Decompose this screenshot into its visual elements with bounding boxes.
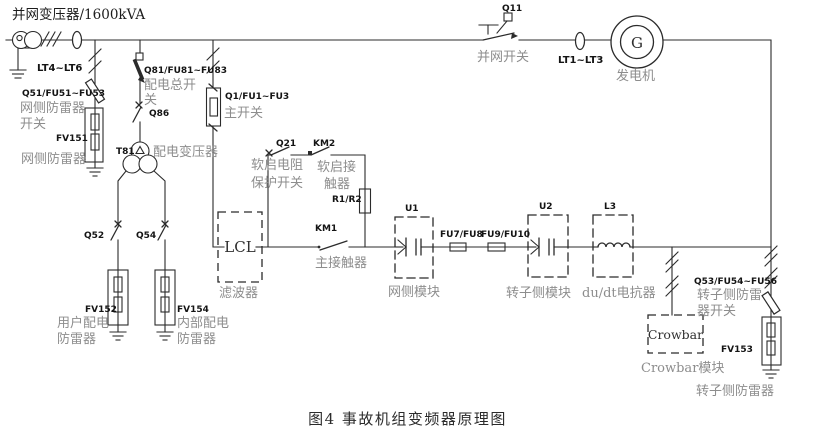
label-fv153-name: 转子侧防雷器 xyxy=(696,383,774,399)
label-fv152-name1: 用户配电 xyxy=(57,315,109,331)
label-fv151-code: FV151 xyxy=(56,134,88,144)
lcl-text: LCL xyxy=(224,238,255,256)
reactor-l3 xyxy=(592,214,634,278)
fuse-fu7-fu8 xyxy=(449,242,467,252)
arrester-fv154 xyxy=(154,269,176,326)
label-q53-name2: 器开关 xyxy=(697,304,736,319)
label-q81-code: Q81/FU81~FU83 xyxy=(144,66,227,76)
label-km2-name1: 软启接 xyxy=(317,159,356,175)
label-q1-code: Q1/FU1~FU3 xyxy=(225,92,289,102)
label-q11-name: 并网开关 xyxy=(477,50,529,65)
rotor-module-u2 xyxy=(527,214,569,278)
softstart-switch-q21 xyxy=(265,146,290,157)
fuse-switch-q81 xyxy=(132,52,145,83)
label-l3-code: L3 xyxy=(604,202,616,212)
label-q81-name1: 配电总开 xyxy=(144,78,196,93)
surge-switch-q51 xyxy=(84,48,106,104)
label-l3-name: du/dt电抗器 xyxy=(582,286,656,301)
fv152-ground-symbol xyxy=(109,324,127,341)
surge-switch-q53 xyxy=(761,245,781,315)
label-fv153-code: FV153 xyxy=(721,345,753,355)
label-crowbar-name: Crowbar模块 xyxy=(641,361,724,376)
label-q81-name2: 关 xyxy=(144,93,157,108)
label-q51-name1: 网侧防雷器 xyxy=(20,100,85,116)
grid-ground-symbol xyxy=(9,47,27,79)
label-fu9-fu10: FU9/FU10 xyxy=(481,230,530,240)
isolator-q52 xyxy=(110,220,122,241)
arrester-fv151 xyxy=(84,107,104,163)
grid-transformer-label: 并网变压器/1600kVA xyxy=(12,7,145,23)
softstart-contactor-km2 xyxy=(308,146,330,156)
figure-caption: 图4 事故机组变频器原理图 xyxy=(308,410,507,428)
grid-transformer-symbol xyxy=(11,30,43,50)
transformer-t81 xyxy=(122,141,158,174)
label-q11-code: Q11 xyxy=(502,4,522,14)
generator-letter: G xyxy=(631,34,643,52)
label-q52-code: Q52 xyxy=(84,231,104,241)
isolator-q54 xyxy=(157,220,169,241)
label-q86-code: Q86 xyxy=(149,109,169,119)
lcl-filter-box: LCL xyxy=(217,211,263,283)
label-q1-name: 主开关 xyxy=(224,106,263,121)
crowbar-module-box: Crowbar xyxy=(647,314,704,354)
label-t81-name: 配电变压器 xyxy=(153,144,218,160)
label-q21-name1: 软启电阻 xyxy=(251,158,303,173)
resistor-r1r2 xyxy=(358,188,372,214)
fv153-ground-symbol xyxy=(762,364,780,379)
label-fv154-name2: 防雷器 xyxy=(177,331,216,347)
main-switch-q1 xyxy=(205,47,222,132)
fv151-ground-symbol xyxy=(86,161,104,177)
ct-lt1-lt3-symbol xyxy=(574,31,586,51)
label-fu7-fu8: FU7/FU8 xyxy=(440,230,483,240)
generator-symbol: G xyxy=(610,15,664,69)
label-lt1-lt3: LT1~LT3 xyxy=(558,55,603,66)
isolator-q86 xyxy=(132,101,143,123)
label-q51-name2: 开关 xyxy=(20,117,46,132)
label-km2-code: KM2 xyxy=(313,139,335,149)
ct-lt4-lt6-symbol xyxy=(71,30,83,50)
label-km1-name: 主接触器 xyxy=(315,255,367,271)
crowbar-text: Crowbar xyxy=(648,327,703,342)
label-lt4-lt6: LT4~LT6 xyxy=(37,63,82,74)
label-q53-name1: 转子侧防雷 xyxy=(697,287,762,303)
label-lcl-name: 滤波器 xyxy=(219,286,258,301)
label-fv154-name1: 内部配电 xyxy=(177,315,229,331)
label-q21-code: Q21 xyxy=(276,139,296,149)
label-km2-name2: 触器 xyxy=(324,177,350,192)
label-q51-code: Q51/FU51~FU53 xyxy=(22,89,105,99)
arrester-fv153 xyxy=(761,316,782,366)
fuse-fu9-fu10 xyxy=(487,242,506,252)
label-q53-code: Q53/FU54~FU56 xyxy=(694,277,777,287)
label-q54-code: Q54 xyxy=(136,231,156,241)
label-r1r2-code: R1/R2 xyxy=(332,195,362,205)
label-km1-code: KM1 xyxy=(315,224,337,234)
label-q21-name2: 保护开关 xyxy=(251,176,303,191)
main-contactor-km1 xyxy=(317,240,348,251)
crowbar-slash-marks xyxy=(665,251,679,297)
three-phase-slash-marks xyxy=(40,31,62,47)
circuit-schematic: LCL xyxy=(5,4,782,399)
fv154-ground-symbol xyxy=(156,324,174,341)
label-u2-code: U2 xyxy=(539,202,553,212)
label-fv152-code: FV152 xyxy=(85,305,117,315)
label-u1-code: U1 xyxy=(405,204,419,214)
wires xyxy=(5,39,772,318)
label-u1-name: 网侧模块 xyxy=(388,285,440,300)
label-fv152-name2: 防雷器 xyxy=(57,331,96,347)
label-t81-code: T81 xyxy=(116,147,135,157)
label-generator-name: 发电机 xyxy=(616,68,655,84)
label-fv154-code: FV154 xyxy=(177,305,209,315)
label-u2-name: 转子侧模块 xyxy=(506,286,571,301)
breaker-q11 xyxy=(478,12,518,41)
label-fv151-name: 网侧防雷器 xyxy=(21,151,86,167)
grid-module-u1 xyxy=(394,216,434,279)
arrester-fv152 xyxy=(107,269,129,326)
